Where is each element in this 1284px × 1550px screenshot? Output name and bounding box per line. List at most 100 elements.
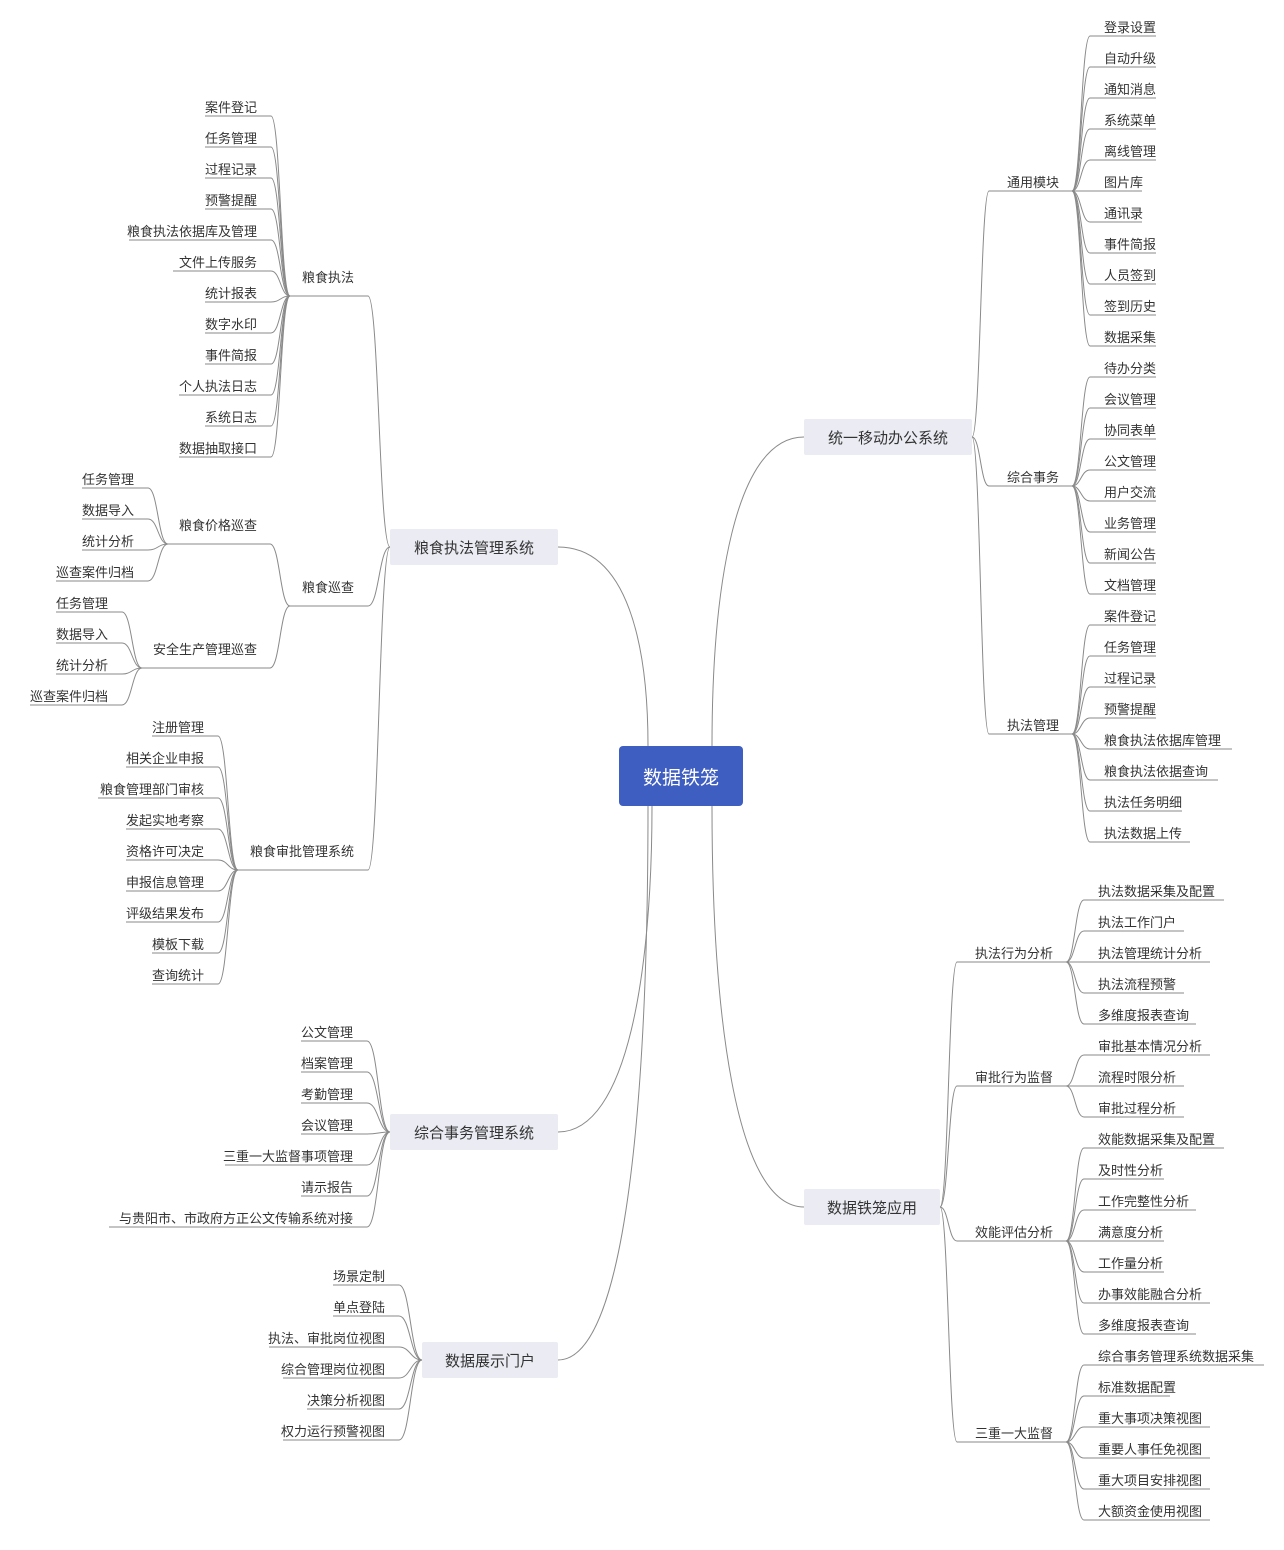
leaf-1-1-2[interactable]: 审批过程分析 — [1098, 1102, 1177, 1117]
leaf-0-1-7[interactable]: 文档管理 — [1104, 579, 1157, 594]
leaf-4-0[interactable]: 场景定制 — [332, 1270, 385, 1285]
leaf-0-0-8[interactable]: 人员签到 — [1104, 269, 1157, 284]
leaf-2-0-2[interactable]: 过程记录 — [204, 163, 257, 178]
leaf-0-0-3[interactable]: 系统菜单 — [1104, 114, 1157, 129]
leaf-0-1-2[interactable]: 协同表单 — [1104, 424, 1157, 439]
leaf-3-6[interactable]: 与贵阳市、市政府方正公文传输系统对接 — [118, 1212, 353, 1227]
leaf-0-2-0[interactable]: 案件登记 — [1104, 610, 1157, 625]
leaf-2-2-8[interactable]: 查询统计 — [151, 969, 204, 984]
leaf-1-3-0[interactable]: 综合事务管理系统数据采集 — [1098, 1350, 1255, 1365]
leaf-3-0[interactable]: 公文管理 — [300, 1026, 353, 1041]
leaf-2-2-7[interactable]: 模板下载 — [151, 938, 204, 953]
branch-data-portal[interactable]: 数据展示门户 — [422, 1342, 558, 1378]
leaf-0-0-10[interactable]: 数据采集 — [1104, 331, 1157, 346]
leaf-0-1-3[interactable]: 公文管理 — [1104, 455, 1157, 470]
leaf-3-2[interactable]: 考勤管理 — [300, 1088, 353, 1103]
leaf-0-0-0[interactable]: 登录设置 — [1104, 21, 1157, 36]
leaf-0-1-4[interactable]: 用户交流 — [1104, 486, 1157, 501]
leaf-4-1[interactable]: 单点登陆 — [332, 1301, 385, 1316]
leaf-3-1[interactable]: 档案管理 — [300, 1057, 353, 1072]
leaf-0-0-5[interactable]: 图片库 — [1104, 176, 1144, 191]
group-2-1[interactable]: 粮食巡查 — [301, 581, 354, 596]
leaf-2-0-1[interactable]: 任务管理 — [204, 132, 257, 147]
leaf-2-0-5[interactable]: 文件上传服务 — [178, 256, 257, 271]
group-2-1-0[interactable]: 粮食价格巡查 — [178, 519, 257, 534]
leaf-0-2-3[interactable]: 预警提醒 — [1104, 703, 1157, 718]
leaf-0-0-9[interactable]: 签到历史 — [1104, 300, 1157, 315]
leaf-4-2[interactable]: 执法、审批岗位视图 — [267, 1332, 385, 1347]
leaf-2-0-10[interactable]: 系统日志 — [204, 411, 257, 426]
leaf-3-3[interactable]: 会议管理 — [300, 1119, 353, 1134]
leaf-2-2-5[interactable]: 申报信息管理 — [125, 876, 204, 891]
group-1-3[interactable]: 三重一大监督 — [975, 1427, 1054, 1442]
leaf-2-2-2[interactable]: 粮食管理部门审核 — [99, 783, 204, 798]
group-0-1[interactable]: 综合事务 — [1007, 471, 1060, 486]
leaf-0-2-2[interactable]: 过程记录 — [1104, 672, 1157, 687]
leaf-1-3-5[interactable]: 大额资金使用视图 — [1098, 1505, 1203, 1520]
leaf-4-4[interactable]: 决策分析视图 — [306, 1394, 385, 1409]
leaf-1-0-2[interactable]: 执法管理统计分析 — [1098, 947, 1203, 962]
leaf-2-1-1-3[interactable]: 巡查案件归档 — [29, 690, 108, 705]
leaf-1-0-4[interactable]: 多维度报表查询 — [1098, 1009, 1190, 1024]
leaf-1-1-0[interactable]: 审批基本情况分析 — [1098, 1040, 1203, 1055]
group-1-0[interactable]: 执法行为分析 — [975, 947, 1054, 962]
leaf-0-0-4[interactable]: 离线管理 — [1104, 145, 1157, 160]
leaf-4-5[interactable]: 权力运行预警视图 — [280, 1425, 385, 1440]
leaf-1-2-1[interactable]: 及时性分析 — [1098, 1164, 1164, 1179]
leaf-2-0-3[interactable]: 预警提醒 — [204, 194, 257, 209]
leaf-1-0-1[interactable]: 执法工作门户 — [1098, 916, 1177, 931]
leaf-2-0-4[interactable]: 粮食执法依据库及管理 — [126, 225, 257, 240]
leaf-2-1-0-3[interactable]: 巡查案件归档 — [55, 566, 134, 581]
branch-data-cage-app[interactable]: 数据铁笼应用 — [804, 1189, 940, 1225]
leaf-0-2-1[interactable]: 任务管理 — [1104, 641, 1157, 656]
branch-grain-law-system[interactable]: 粮食执法管理系统 — [390, 529, 558, 565]
leaf-2-2-0[interactable]: 注册管理 — [151, 721, 204, 736]
leaf-2-0-6[interactable]: 统计报表 — [204, 287, 257, 302]
leaf-2-1-0-2[interactable]: 统计分析 — [81, 535, 134, 550]
leaf-3-4[interactable]: 三重一大监督事项管理 — [222, 1150, 353, 1165]
leaf-0-2-6[interactable]: 执法任务明细 — [1104, 796, 1183, 811]
leaf-2-1-0-0[interactable]: 任务管理 — [81, 473, 134, 488]
group-2-2[interactable]: 粮食审批管理系统 — [249, 845, 354, 860]
leaf-0-1-5[interactable]: 业务管理 — [1104, 517, 1157, 532]
leaf-0-0-1[interactable]: 自动升级 — [1104, 52, 1157, 67]
group-2-0[interactable]: 粮食执法 — [301, 271, 354, 286]
leaf-2-1-0-1[interactable]: 数据导入 — [81, 504, 134, 519]
leaf-2-0-11[interactable]: 数据抽取接口 — [178, 442, 257, 457]
leaf-0-1-1[interactable]: 会议管理 — [1104, 393, 1157, 408]
group-0-0[interactable]: 通用模块 — [1007, 176, 1060, 191]
leaf-4-3[interactable]: 综合管理岗位视图 — [280, 1363, 385, 1378]
leaf-0-1-6[interactable]: 新闻公告 — [1104, 548, 1157, 563]
group-0-2[interactable]: 执法管理 — [1007, 719, 1060, 734]
leaf-1-1-1[interactable]: 流程时限分析 — [1098, 1071, 1177, 1086]
leaf-1-0-0[interactable]: 执法数据采集及配置 — [1098, 885, 1216, 900]
leaf-1-2-2[interactable]: 工作完整性分析 — [1098, 1195, 1190, 1210]
leaf-0-2-4[interactable]: 粮食执法依据库管理 — [1104, 734, 1222, 749]
branch-general-affairs-system[interactable]: 综合事务管理系统 — [390, 1114, 558, 1150]
leaf-0-1-0[interactable]: 待办分类 — [1104, 362, 1157, 377]
leaf-2-0-9[interactable]: 个人执法日志 — [178, 380, 257, 395]
leaf-1-0-3[interactable]: 执法流程预警 — [1098, 978, 1177, 993]
leaf-1-3-3[interactable]: 重要人事任免视图 — [1098, 1443, 1203, 1458]
leaf-2-2-1[interactable]: 相关企业申报 — [125, 752, 204, 767]
group-2-1-1[interactable]: 安全生产管理巡查 — [152, 643, 257, 658]
leaf-2-1-1-2[interactable]: 统计分析 — [55, 659, 108, 674]
group-1-1[interactable]: 审批行为监督 — [975, 1071, 1054, 1086]
leaf-2-2-3[interactable]: 发起实地考察 — [125, 814, 204, 829]
leaf-2-0-0[interactable]: 案件登记 — [204, 101, 257, 116]
leaf-1-2-3[interactable]: 满意度分析 — [1098, 1226, 1164, 1241]
root-node[interactable]: 数据铁笼 — [619, 746, 743, 806]
leaf-0-0-7[interactable]: 事件简报 — [1104, 238, 1157, 253]
leaf-2-1-1-1[interactable]: 数据导入 — [55, 628, 108, 643]
leaf-2-2-4[interactable]: 资格许可决定 — [125, 845, 204, 860]
leaf-1-2-4[interactable]: 工作量分析 — [1098, 1257, 1164, 1272]
leaf-2-1-1-0[interactable]: 任务管理 — [55, 597, 108, 612]
leaf-3-5[interactable]: 请示报告 — [300, 1181, 353, 1196]
leaf-1-3-2[interactable]: 重大事项决策视图 — [1098, 1412, 1203, 1427]
leaf-1-2-0[interactable]: 效能数据采集及配置 — [1098, 1133, 1216, 1148]
leaf-0-0-2[interactable]: 通知消息 — [1104, 83, 1157, 98]
leaf-1-3-4[interactable]: 重大项目安排视图 — [1098, 1474, 1203, 1489]
leaf-0-0-6[interactable]: 通讯录 — [1104, 207, 1144, 222]
leaf-0-2-7[interactable]: 执法数据上传 — [1104, 827, 1183, 842]
leaf-2-0-7[interactable]: 数字水印 — [204, 318, 257, 333]
